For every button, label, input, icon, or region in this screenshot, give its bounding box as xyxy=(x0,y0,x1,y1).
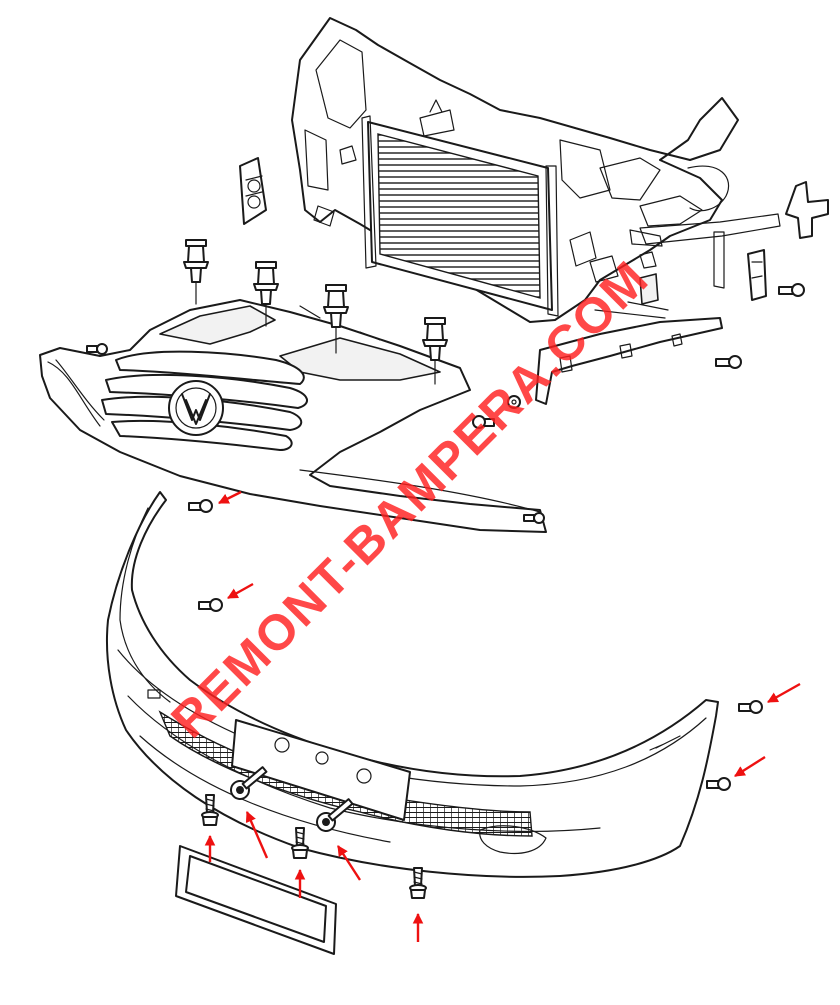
arrow xyxy=(245,811,269,859)
arrow xyxy=(227,582,254,600)
front-grille xyxy=(39,299,547,533)
arrow xyxy=(336,845,362,881)
radiator-support xyxy=(291,17,781,323)
bumper-bracket-right xyxy=(639,181,829,305)
arrow xyxy=(218,490,242,505)
red-arrows xyxy=(204,490,801,942)
bumper-cover xyxy=(105,491,719,878)
push-clip xyxy=(183,239,448,385)
license-plate-frame xyxy=(175,845,337,955)
arrow xyxy=(734,755,766,778)
screw xyxy=(86,283,805,899)
fender-bracket xyxy=(535,301,723,405)
vent-clip xyxy=(239,157,267,225)
arrow xyxy=(767,682,801,704)
